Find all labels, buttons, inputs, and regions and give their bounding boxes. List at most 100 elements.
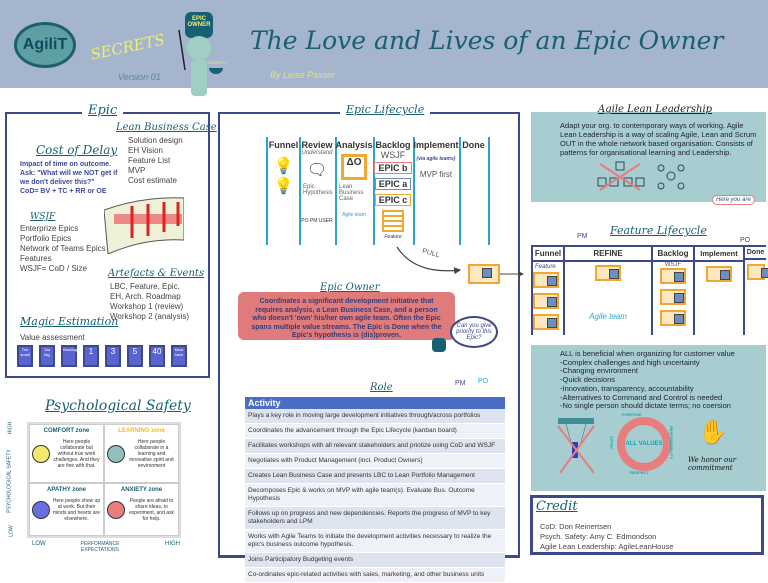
feature-ladder-icon xyxy=(382,210,404,232)
credit-line: CoD: Don Reinertsen xyxy=(540,522,612,531)
zone-name: LEARNING zone xyxy=(118,428,165,434)
head-thinking-icon: 🗨 xyxy=(306,162,328,179)
here-you-are-bubble: Here you are xyxy=(712,195,755,205)
ring-word: RESPONSIBILITY xyxy=(669,425,675,460)
magic-subtitle: Value assessment xyxy=(20,333,85,342)
y-low: LOW xyxy=(8,525,15,537)
feature-po-label: PO xyxy=(740,237,751,244)
estimation-card[interactable]: 5 xyxy=(127,345,143,367)
leadership-panel xyxy=(531,112,766,202)
backlog-wsjf: WSJF xyxy=(380,150,406,160)
estimation-card[interactable]: 3 xyxy=(105,345,121,367)
role-title: Role xyxy=(370,382,393,393)
version-label: Version 01 xyxy=(118,72,161,82)
activity-row: Plays a key role in moving large develop… xyxy=(245,409,505,424)
analysis-team: Agile team xyxy=(342,212,366,218)
cod-title: Cost of Delay xyxy=(36,143,118,157)
leadership-text: Adapt your org. to contemporary ways of … xyxy=(560,121,757,157)
feature-card[interactable] xyxy=(468,264,500,284)
content-face-icon xyxy=(32,445,50,463)
idea-bulb-icon: 💡💡 xyxy=(273,158,294,195)
feature-card[interactable] xyxy=(533,272,559,288)
zone-text: Here people collaborate but without true… xyxy=(53,439,100,469)
estimation-card[interactable]: Too small xyxy=(17,345,33,367)
zone-name: APATHY zone xyxy=(46,487,86,493)
review-understand: Understand xyxy=(301,150,333,156)
feature-card[interactable] xyxy=(660,268,686,284)
agile-team-label: Agile team xyxy=(589,312,627,321)
implement-via: (via agile teams) xyxy=(416,156,456,162)
lbc-document-icon: ΔO xyxy=(341,154,367,180)
wsjf-item: Features xyxy=(20,254,52,263)
all-values-ring: ALL VALUES xyxy=(617,417,671,471)
wsjf-table-illustration-icon xyxy=(104,197,184,254)
column-header: Funnel xyxy=(533,247,563,262)
mascot-bowl-label: SECRETS xyxy=(208,60,227,65)
estimation-card[interactable]: 40 xyxy=(149,345,165,367)
zone-name: COMFORT zone xyxy=(43,428,90,434)
column-header: Implement xyxy=(695,247,743,262)
all-line: -Changing environment xyxy=(560,366,638,376)
commitment-text: We honor our commitment xyxy=(688,456,737,472)
y-high: HIGH xyxy=(7,421,14,435)
funnel-feature: Feature xyxy=(535,264,556,270)
feature-card[interactable] xyxy=(533,314,559,330)
x-high: HIGH xyxy=(165,541,180,547)
activity-row: Co-ordinates epic-related activities wit… xyxy=(245,568,505,583)
feature-card[interactable] xyxy=(660,289,686,305)
lbc-item: Solution design xyxy=(128,136,183,145)
credit-line: Psych. Safety: Amy C. Edmondson xyxy=(540,532,657,541)
artefact-item: Workshop 2 (analysis) xyxy=(110,312,189,321)
lbc-title: Lean Business Case xyxy=(116,122,217,133)
ring-word: PURPOSE xyxy=(622,412,642,417)
column-funnel: Funnel💡💡 xyxy=(266,137,301,245)
feature-card[interactable] xyxy=(706,266,732,282)
ring-word: RESPECT xyxy=(630,470,649,475)
estimation-card[interactable]: Must have xyxy=(171,345,187,367)
epic-card[interactable]: EPIC a xyxy=(374,178,412,190)
ring-word: TRUST xyxy=(609,435,615,450)
estimation-card[interactable]: 1 xyxy=(83,345,99,367)
all-line: -No single person should dictate terms; … xyxy=(560,401,731,411)
role-pm: PM xyxy=(309,218,318,224)
puppet-crossed-icon xyxy=(557,418,595,474)
estimation-card[interactable]: Backlog xyxy=(61,345,77,367)
epic-owner-title: Epic Owner xyxy=(320,282,380,293)
epic-card[interactable]: EPIC c xyxy=(374,194,412,206)
epic-owner-mascot-icon xyxy=(178,12,223,96)
zone-text: Here people show up at work. But their m… xyxy=(52,498,101,522)
y-axis-label: PSYCHOLOGICAL SAFETY xyxy=(6,449,13,513)
leadership-title: Agile Lean Leadership xyxy=(598,104,713,115)
bored-face-icon xyxy=(32,501,50,519)
epic-card[interactable]: EPIC b xyxy=(374,162,412,174)
activity-row: Coordinates the advancement through the … xyxy=(245,424,505,439)
artefact-item: EH, Arch. Roadmap xyxy=(110,292,181,301)
all-benefits-list: ALL is beneficial when organizing for cu… xyxy=(560,349,760,411)
estimation-card[interactable]: Too big xyxy=(39,345,55,367)
feature-card[interactable] xyxy=(660,310,686,326)
column-header: Implement xyxy=(413,140,459,150)
activity-row: Creates Lean Business Case and presents … xyxy=(245,469,505,484)
activity-row: Facilitates workshops with all relevant … xyxy=(245,439,505,454)
feature-card[interactable] xyxy=(595,265,621,281)
feature-col-implement: Implement xyxy=(695,247,745,335)
lbc-item: EH Vision xyxy=(128,146,163,155)
feature-col-done: Done xyxy=(745,247,766,335)
role-po: PO xyxy=(301,218,309,224)
activity-row: Negotiates with Product Management (incl… xyxy=(245,454,505,469)
header-banner xyxy=(0,0,768,88)
feature-card[interactable] xyxy=(533,293,559,309)
hand-icon: ✋ xyxy=(698,419,728,446)
wsjf-item: Enterprize Epics xyxy=(20,224,79,233)
feature-card[interactable] xyxy=(746,264,765,280)
